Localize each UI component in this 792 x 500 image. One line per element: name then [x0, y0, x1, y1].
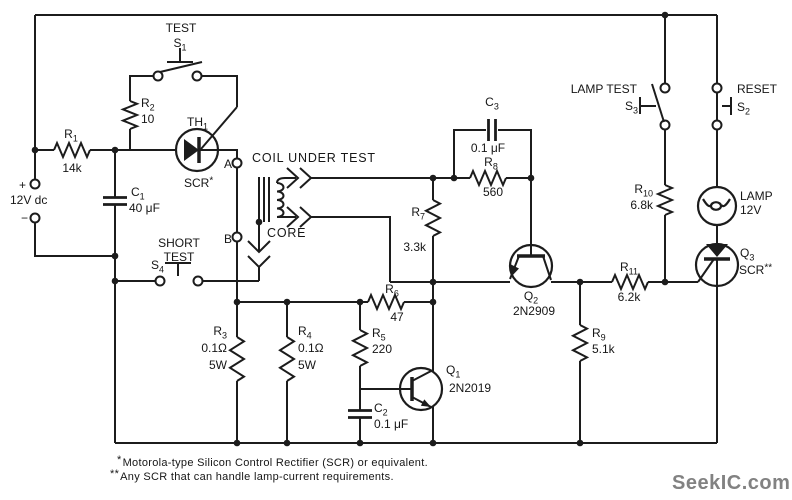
value-r5: 220: [372, 342, 392, 356]
label-r3: R3: [213, 324, 227, 341]
label-q2: Q2: [524, 289, 538, 306]
value-r9: 5.1k: [592, 342, 616, 356]
resistor-r6: R6 47: [237, 282, 433, 324]
label-r2: R2: [141, 96, 155, 113]
label-q1: Q1: [446, 363, 460, 380]
caption-coil-under-test: COIL UNDER TEST: [252, 151, 376, 165]
caption-test: TEST: [166, 21, 197, 35]
value-r11: 6.2k: [618, 290, 642, 304]
label-r6: R6: [385, 282, 399, 299]
resistor-r1: R1 14k: [35, 127, 176, 175]
value-c1: 40 μF: [129, 201, 160, 215]
resistor-r11: R11 6.2k: [580, 260, 698, 304]
value-c3: 0.1 μF: [471, 141, 505, 155]
value-r4: 0.1Ω: [298, 341, 324, 355]
value-r8: 560: [483, 185, 503, 199]
resistor-r9: R9 5.1k: [570, 282, 616, 443]
resistor-r4: R4 0.1Ω 5W: [278, 302, 324, 443]
footnote-1: *Motorola-type Silicon Control Rectifier…: [117, 454, 428, 469]
footnotes: *Motorola-type Silicon Control Rectifier…: [110, 454, 428, 483]
caption-reset: RESET: [737, 82, 778, 96]
resistor-r2: R2 10: [120, 75, 155, 150]
type-th1: SCR*: [184, 176, 213, 191]
terminal-b: B: [224, 167, 243, 302]
switch-s3: LAMP TEST S3: [571, 15, 671, 131]
footnote-2: **Any SCR that can handle lamp-current r…: [110, 468, 394, 483]
supply-label: 12V dc: [10, 193, 47, 207]
label-s4: S4: [151, 258, 164, 275]
switch-s1: TEST S1: [152, 21, 238, 107]
label-c3: C3: [485, 95, 499, 112]
label-b: B: [224, 232, 232, 246]
label-s1: S1: [173, 36, 186, 53]
label-r11: R11: [620, 260, 638, 277]
label-r8: R8: [484, 155, 498, 172]
value-lamp: 12V: [740, 203, 761, 217]
resistor-r7: R7 3.3k: [403, 178, 443, 371]
junction-dots: [31, 11, 669, 447]
value-r3: 0.1Ω: [201, 341, 227, 355]
caption-short: SHORT: [158, 236, 200, 250]
value-q2: 2N2909: [513, 304, 555, 318]
caption-core: CORE: [267, 226, 306, 240]
label-r5: R5: [372, 326, 386, 343]
label-a: A: [224, 157, 232, 171]
transistor-q2: Q2 2N2909: [390, 178, 580, 318]
value-r10: 6.8k: [630, 198, 654, 212]
caption-lamp: LAMP: [740, 189, 773, 203]
minus-label: −: [21, 211, 28, 225]
scr-th1: TH1 SCR*: [174, 106, 238, 191]
capacitor-c2: C2 0.1 μF: [348, 401, 408, 443]
switch-s2: RESET S2: [711, 82, 778, 131]
capacitor-c1: C1 40 μF: [103, 185, 160, 215]
switch-s4: SHORT TEST S4: [115, 236, 259, 287]
resistor-r10: R10 6.8k: [630, 129, 675, 282]
wattage-r4: 5W: [298, 358, 317, 372]
terminal-a: A: [224, 157, 243, 171]
caption-short-test: TEST: [164, 250, 195, 264]
minus-terminal: [29, 212, 41, 224]
type-q3: SCR**: [739, 263, 772, 278]
value-r7: 3.3k: [403, 240, 427, 254]
label-th1: TH1: [187, 115, 208, 132]
label-r9: R9: [592, 326, 606, 343]
label-r7: R7: [411, 205, 425, 222]
capacitor-c3: C3 0.1 μF: [453, 95, 532, 178]
value-r2: 10: [141, 112, 155, 126]
label-r10: R10: [634, 182, 653, 199]
label-r4: R4: [298, 324, 312, 341]
label-q3: Q3: [740, 246, 754, 263]
resistor-r3: R3 0.1Ω 5W: [201, 302, 246, 443]
label-s2: S2: [737, 100, 750, 117]
resistor-r8: R8 560: [454, 155, 531, 199]
label-r1: R1: [64, 127, 78, 144]
label-s3: S3: [625, 99, 638, 116]
plus-label: +: [19, 178, 26, 192]
wattage-r3: 5W: [209, 358, 228, 372]
power-rails: [34, 14, 718, 444]
watermark: SeekIC.com: [672, 472, 790, 494]
scr-q3: Q3 SCR**: [694, 242, 772, 443]
coil-under-test: COIL UNDER TEST CORE: [247, 151, 454, 282]
value-q1: 2N2019: [449, 381, 491, 395]
caption-lamp-test: LAMP TEST: [571, 82, 638, 96]
label-c1: C1: [131, 185, 145, 202]
transistor-q1: Q1 2N2019: [360, 302, 491, 443]
dc-supply: + 12V dc −: [10, 178, 47, 225]
value-c2: 0.1 μF: [374, 417, 408, 431]
value-r6: 47: [390, 310, 404, 324]
label-c2: C2: [374, 401, 388, 418]
plus-terminal: [29, 178, 41, 190]
resistor-r5: R5 220: [350, 302, 392, 410]
lamp: LAMP 12V: [696, 129, 773, 244]
value-r1: 14k: [62, 161, 82, 175]
